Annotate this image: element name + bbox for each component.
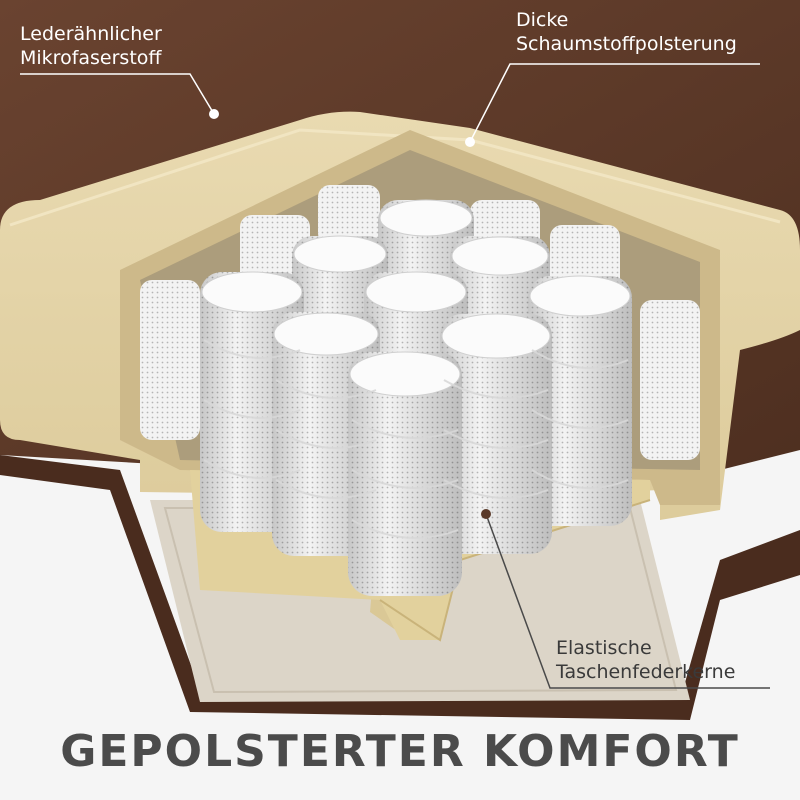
callout-line: Mikrofaserstoff [20,47,162,69]
callout-foam-padding: Dicke Schaumstoffpolsterung [516,8,737,56]
callout-leader-lines [20,63,770,689]
callout-pocket-springs: Elastische Taschenfederkerne [556,636,735,684]
upholstery-edge [0,455,800,720]
callout-line: Lederähnlicher [20,23,162,45]
callout-line: Dicke [516,9,569,31]
callout-microfiber-fabric: Lederähnlicher Mikrofaserstoff [20,22,162,70]
headline: GEPOLSTERTER KOMFORT [60,726,740,777]
callout-line: Schaumstoffpolsterung [516,33,737,55]
spring-coils [200,199,632,596]
callout-line: Taschenfederkerne [556,661,736,683]
spring-coil [440,313,552,554]
spring-coil [528,275,632,526]
callout-line: Elastische [556,637,652,659]
spring-coil [348,351,462,596]
